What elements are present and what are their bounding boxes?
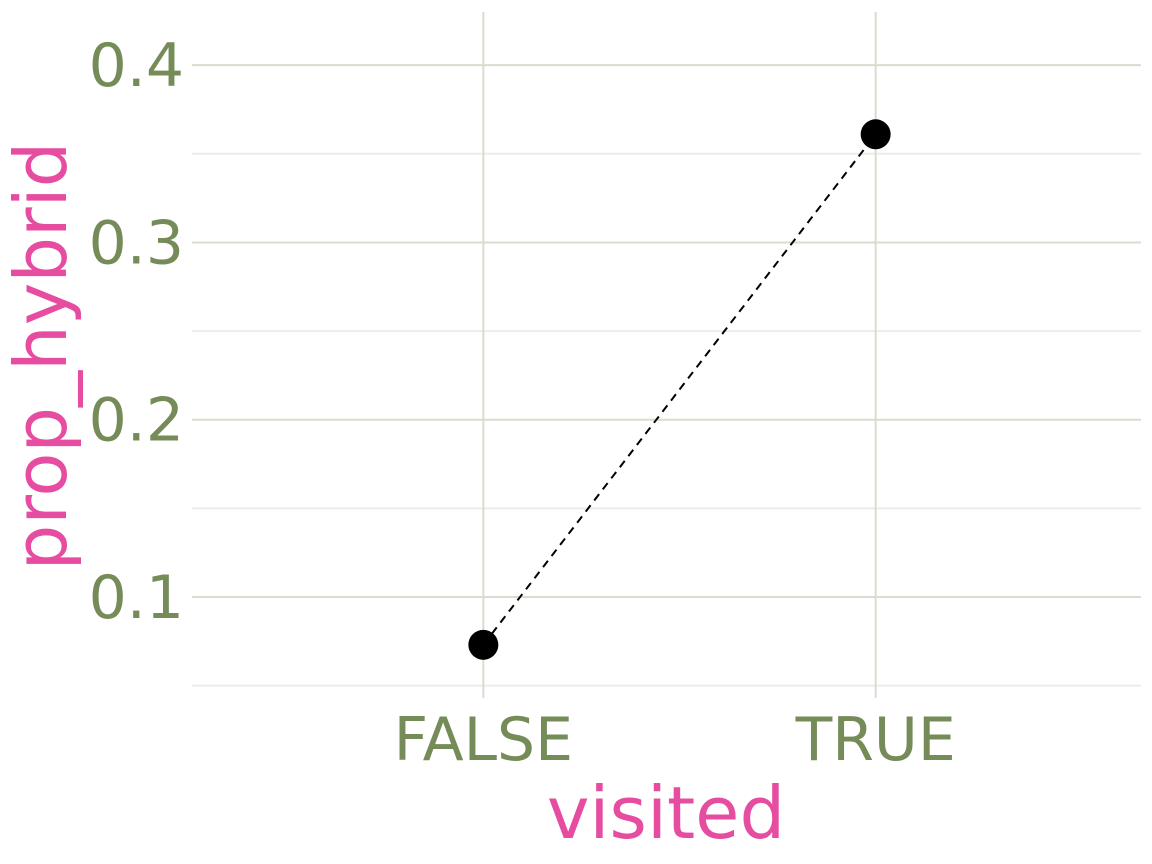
y-tick-label: 0.4 — [89, 31, 184, 101]
data-point — [860, 119, 891, 150]
y-tick-label: 0.2 — [89, 386, 184, 456]
data-point — [468, 629, 499, 660]
grid — [192, 12, 1141, 698]
y-tick-label: 0.1 — [89, 563, 184, 633]
x-tick-label: TRUE — [795, 705, 956, 775]
x-tick-label: FALSE — [394, 705, 573, 775]
series-layer — [468, 119, 891, 660]
y-axis-title: prop_hybrid — [0, 142, 83, 571]
x-axis-title: visited — [547, 771, 785, 855]
y-tick-label: 0.3 — [89, 208, 184, 278]
x-axis-ticks: FALSE TRUE — [394, 705, 956, 775]
y-axis-ticks: 0.1 0.2 0.3 0.4 — [89, 31, 184, 633]
series-line — [482, 133, 877, 646]
